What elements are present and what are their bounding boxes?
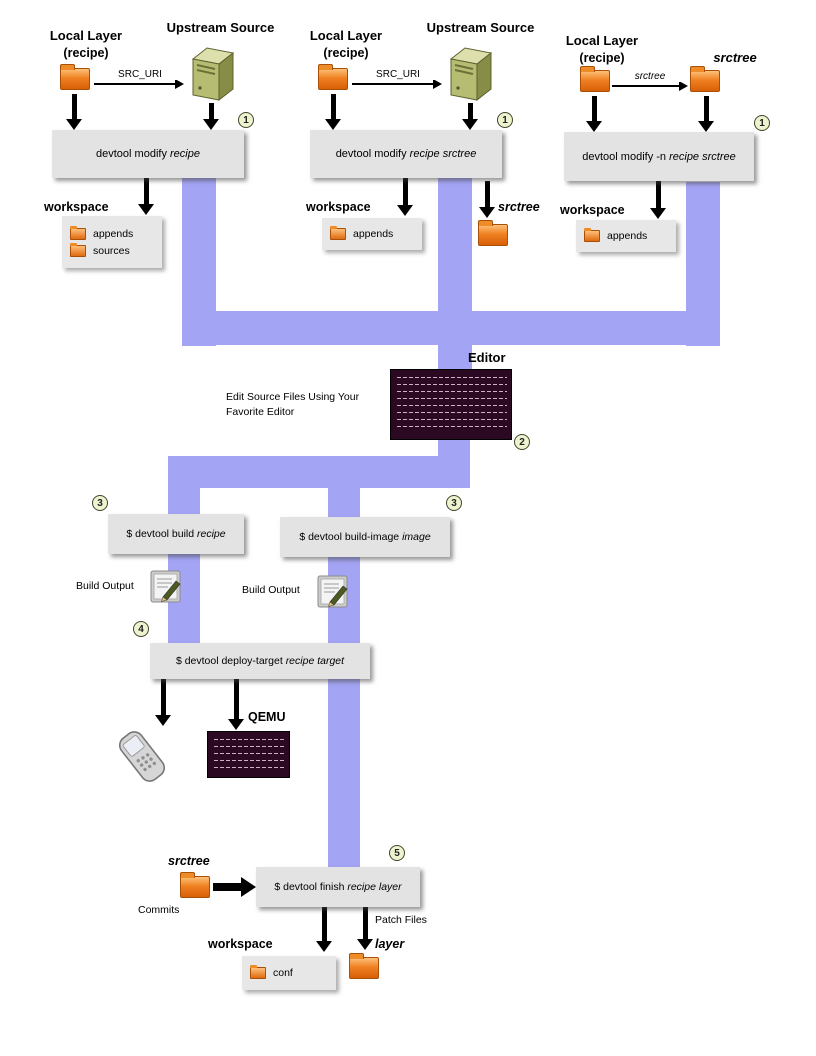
col1-devtool-modify-box: devtool modify recipe xyxy=(52,130,244,178)
col3-devtool-modify-box: devtool modify -n recipe srctree xyxy=(564,132,754,181)
deploy-step4-badge: 4 xyxy=(133,621,149,637)
build-right-step3-badge: 3 xyxy=(446,495,462,511)
build-output-left-icon xyxy=(150,568,184,611)
col2-src-uri-arrow xyxy=(352,79,442,89)
editor-caption-line1: Edit Source Files Using Your xyxy=(226,391,360,403)
devtool-build-box: $ devtool build recipe xyxy=(108,514,244,554)
col3-srctree-folder-icon xyxy=(690,66,720,92)
col3-srctree-to-box-arrow xyxy=(698,96,714,132)
col2-src-uri-label: SRC_URI xyxy=(358,69,438,80)
terminal-text-lines xyxy=(395,374,507,433)
devtool-deploy-target-box: $ devtool deploy-target recipe target xyxy=(150,643,370,679)
finish-workspace-label: workspace xyxy=(208,937,273,951)
layer-folder-icon xyxy=(349,953,379,979)
col1-upstream-source-title: Upstream Source xyxy=(166,20,275,35)
col1-box-to-workspace-arrow xyxy=(138,178,154,215)
col3-srctree-title: srctree xyxy=(713,50,757,65)
col1-local-layer-title: Local Layer xyxy=(49,28,123,43)
col2-workspace-label: workspace xyxy=(306,200,371,214)
col1-src-uri-label: SRC_URI xyxy=(100,69,180,80)
col3-local-layer-sub: (recipe) xyxy=(579,51,625,65)
workspace-item: sources xyxy=(70,242,154,257)
finish-srctree-label: srctree xyxy=(168,854,210,868)
build-left-step3-badge: 3 xyxy=(92,495,108,511)
col3-box-to-workspace-arrow xyxy=(650,181,666,219)
build-output-right-label: Build Output xyxy=(242,584,300,596)
flow-line-build-left-in xyxy=(168,468,200,516)
col3-local-layer-title: Local Layer xyxy=(565,33,639,48)
terminal-text-lines xyxy=(212,736,285,771)
build-output-right-icon xyxy=(317,573,351,616)
col2-upstream-source-title: Upstream Source xyxy=(426,20,535,35)
patch-files-label: Patch Files xyxy=(375,914,427,926)
col2-local-layer-sub: (recipe) xyxy=(323,46,369,60)
deploy-to-device-arrow xyxy=(155,679,171,726)
col2-srctree-label: srctree xyxy=(498,200,540,214)
col3-srctree-arrow xyxy=(612,81,688,91)
col3-srctree-edge-label: srctree xyxy=(614,71,686,82)
finish-step5-badge: 5 xyxy=(389,845,405,861)
col2-upstream-server-icon xyxy=(444,42,498,107)
col2-local-layer-title: Local Layer xyxy=(309,28,383,43)
col1-workspace-panel: appends sources xyxy=(62,216,162,268)
flow-line-branch-band xyxy=(168,456,470,488)
workspace-item: conf xyxy=(250,965,328,979)
col1-server-to-box-arrow xyxy=(203,103,219,130)
finish-to-layer-arrow xyxy=(357,907,373,950)
editor-step2-badge: 2 xyxy=(514,434,530,450)
col1-step1-badge: 1 xyxy=(238,112,254,128)
flow-line-build-right-in xyxy=(328,468,360,518)
workspace-item-label: conf xyxy=(273,967,293,979)
col1-upstream-server-icon xyxy=(186,42,240,107)
commits-to-finish-arrow xyxy=(213,877,256,897)
folder-icon xyxy=(250,965,266,979)
col3-folder-to-box-arrow xyxy=(586,96,602,132)
workspace-item: appends xyxy=(70,225,154,240)
workspace-item-label: appends xyxy=(353,228,394,240)
folder-icon xyxy=(70,225,86,240)
finish-to-workspace-arrow xyxy=(316,907,332,952)
workspace-item-label: sources xyxy=(93,244,130,257)
col1-workspace-label: workspace xyxy=(44,200,109,214)
col2-step1-badge: 1 xyxy=(497,112,513,128)
flow-line-horizontal-band xyxy=(182,311,720,345)
workspace-item: appends xyxy=(330,226,414,240)
col1-local-layer-sub: (recipe) xyxy=(63,46,109,60)
target-device-phone-icon xyxy=(110,724,176,795)
finish-srctree-folder-icon xyxy=(180,872,210,898)
workspace-item-label: appends xyxy=(93,227,134,240)
col1-folder-to-box-arrow xyxy=(66,94,82,130)
col3-step1-badge: 1 xyxy=(754,115,770,131)
col1-src-uri-arrow xyxy=(94,79,184,89)
layer-label: layer xyxy=(375,937,405,951)
workspace-item-label: appends xyxy=(607,230,648,242)
devtool-build-image-box: $ devtool build-image image xyxy=(280,517,450,557)
build-output-left-label: Build Output xyxy=(76,580,134,592)
col3-workspace-label: workspace xyxy=(560,203,625,217)
editor-caption-line2: Favorite Editor xyxy=(226,406,295,418)
finish-workspace-panel: conf xyxy=(242,956,336,990)
col2-workspace-panel: appends xyxy=(322,218,422,250)
editor-terminal-screenshot xyxy=(390,369,512,440)
commits-label: Commits xyxy=(138,904,180,916)
col3-workspace-panel: appends xyxy=(576,220,676,252)
qemu-label: QEMU xyxy=(248,710,286,724)
folder-icon xyxy=(330,226,346,240)
col2-box-to-srctree-arrow xyxy=(479,181,495,218)
folder-icon xyxy=(584,228,600,242)
col2-server-to-box-arrow xyxy=(462,103,478,130)
col2-srctree-folder-icon xyxy=(478,220,508,246)
workspace-item: appends xyxy=(584,228,668,242)
devtool-finish-box: $ devtool finish recipe layer xyxy=(256,867,420,907)
col3-local-layer-folder-icon xyxy=(580,66,610,92)
deploy-to-qemu-arrow xyxy=(228,679,244,730)
qemu-terminal-screenshot xyxy=(207,731,290,778)
folder-icon xyxy=(70,242,86,257)
col2-box-to-workspace-arrow xyxy=(397,178,413,216)
col2-folder-to-box-arrow xyxy=(325,94,341,130)
col2-local-layer-folder-icon xyxy=(318,64,348,90)
editor-title: Editor xyxy=(468,350,506,365)
col1-local-layer-folder-icon xyxy=(60,64,90,90)
col2-devtool-modify-box: devtool modify recipe srctree xyxy=(310,130,502,178)
